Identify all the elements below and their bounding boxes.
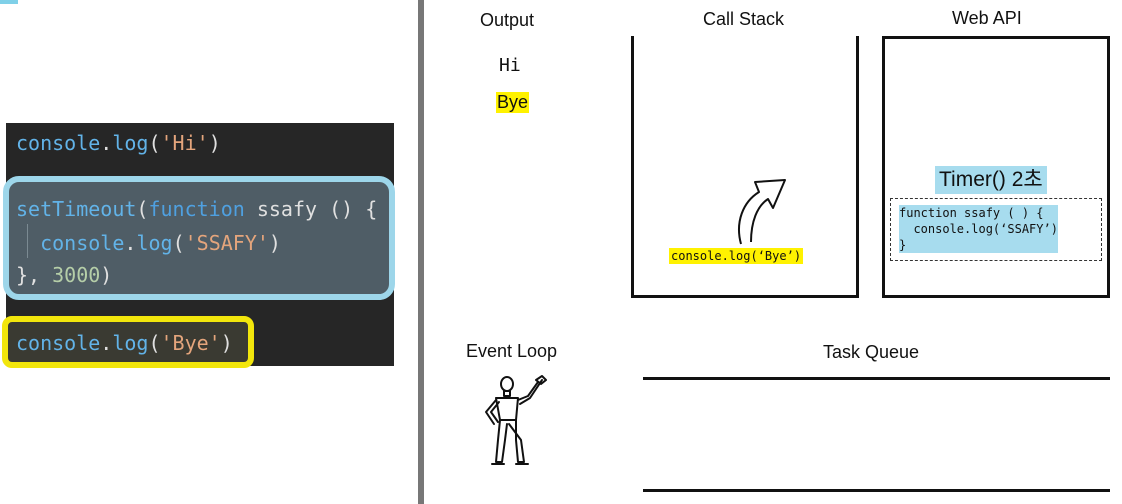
curved-arrow-icon <box>738 179 786 245</box>
task-queue-title: Task Queue <box>823 342 920 362</box>
call-stack-item: console.log(‘Bye’) <box>669 248 804 264</box>
bye-highlight-block <box>2 316 254 368</box>
output-title: Output <box>480 10 535 30</box>
event-loop-title: Event Loop <box>466 341 558 361</box>
code-line-settimeout: setTimeout(function ssafy () { <box>16 197 378 221</box>
callback-line: console.log(‘SSAFY’) <box>899 221 1058 237</box>
callback-line: } <box>899 237 1058 253</box>
corner-accent <box>0 0 18 4</box>
task-queue-bottom-line <box>643 489 1110 492</box>
code-line-console-hi: console.log('Hi') <box>16 131 221 155</box>
call-stack-title: Call Stack <box>703 9 785 29</box>
web-api-box <box>882 36 1110 298</box>
output-line-bye: Bye <box>496 92 530 113</box>
web-api-title: Web API <box>952 8 1022 28</box>
output-line-hi: Hi <box>499 55 521 76</box>
code-line-console-bye: console.log('Bye') <box>16 331 233 355</box>
task-queue-top-line <box>643 377 1110 380</box>
timer-label: Timer() 2초 <box>935 166 1047 194</box>
mannequin-figure-icon <box>485 375 547 465</box>
callback-dashed-box: function ssafy ( ) { console.log(‘SSAFY’… <box>890 198 1102 261</box>
code-line-console-ssafy: console.log('SSAFY') <box>40 231 281 255</box>
indent-guide <box>27 224 28 258</box>
callback-line: function ssafy ( ) { <box>899 205 1058 221</box>
vertical-divider <box>418 0 424 504</box>
settimeout-highlight-block <box>3 176 395 300</box>
call-stack-box <box>631 36 859 298</box>
code-line-settimeout-close: }, 3000) <box>16 263 113 287</box>
